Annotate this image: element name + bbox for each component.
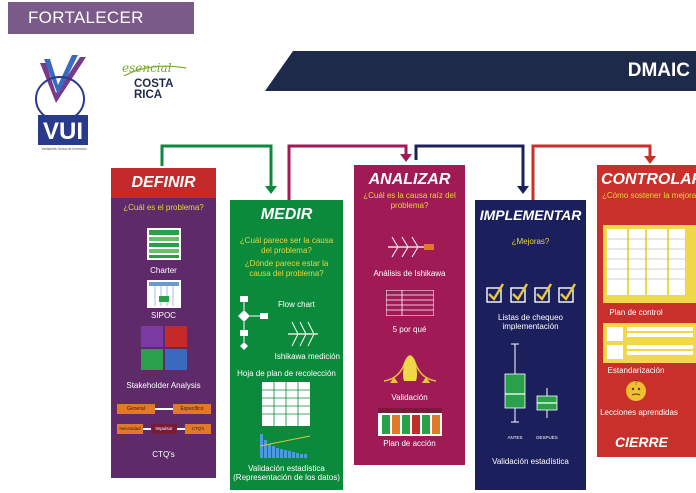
vui-logo: VUI bbox=[35, 55, 88, 145]
vui-logo-text: VUI bbox=[43, 118, 83, 145]
boxplot-label-despues: DESPUÉS bbox=[536, 435, 558, 440]
five-whys-icon bbox=[386, 290, 434, 316]
medir-title: MEDIR bbox=[230, 200, 343, 230]
ctq-box-ctqs: CTQ's bbox=[185, 424, 211, 434]
analizar-question: ¿Cuál es la causa raíz del problema? bbox=[363, 191, 456, 210]
definir-item-sipoc: SIPOC bbox=[151, 311, 176, 320]
medir-item-hoja: Hoja de plan de recolección bbox=[237, 369, 336, 378]
controlar-panel: CONTROLAR ¿Cómo sostener la mejora? Plan… bbox=[597, 165, 696, 457]
medir-question-2: ¿Dónde parece estar la causa del problem… bbox=[244, 259, 329, 278]
standardization-icon bbox=[603, 323, 696, 363]
charter-icon bbox=[147, 228, 181, 260]
stakeholder-matrix-icon bbox=[141, 326, 187, 370]
analizar-item-ishikawa: Análisis de Ishikawa bbox=[373, 269, 446, 278]
checklist-icons bbox=[486, 283, 577, 303]
implementar-panel: IMPLEMENTAR ¿Mejoras? Listas de chequeo … bbox=[475, 200, 586, 490]
medir-panel: MEDIR ¿Cuál parece ser la causa del prob… bbox=[230, 200, 343, 490]
ishikawa-medicion-icon bbox=[288, 321, 318, 347]
normal-curve-icon bbox=[383, 355, 437, 383]
sipoc-icon bbox=[147, 280, 181, 308]
controlar-item-estandarizacion: Estandarización bbox=[607, 366, 665, 375]
controlar-title: CONTROLAR bbox=[597, 165, 696, 195]
analizar-item-5porque: 5 por qué bbox=[392, 325, 427, 334]
analizar-item-planaccion: Plan de acción bbox=[383, 439, 436, 448]
definir-question: ¿Cuál es el problema? bbox=[123, 203, 204, 212]
definir-title: DEFINIR bbox=[111, 168, 216, 198]
implementar-item-listas: Listas de chequeo implementación bbox=[498, 313, 563, 331]
thinking-face-icon: ? bbox=[626, 380, 646, 401]
medir-question-1: ¿Cuál parece ser la causa del problema? bbox=[239, 236, 334, 255]
implementar-title: IMPLEMENTAR bbox=[475, 200, 586, 230]
definir-item-charter: Charter bbox=[150, 266, 177, 275]
implementar-item-validacion: Validación estadística bbox=[492, 457, 569, 466]
vui-logo-subtitle: Ventanilla Única de Inversión bbox=[41, 147, 87, 151]
medir-item-ishikawa: Ishikawa medición bbox=[274, 352, 340, 361]
ctq-arrow-3 bbox=[177, 428, 185, 430]
esencial-swoosh-icon bbox=[123, 65, 187, 77]
histogram-icon bbox=[260, 434, 311, 458]
medir-item-flowchart: Flow chart bbox=[278, 300, 315, 309]
header-bar: FORTALECER bbox=[8, 2, 194, 34]
definir-panel: DEFINIR ¿Cuál es el problema? Charter SI… bbox=[111, 168, 216, 478]
ctq-arrow-1 bbox=[155, 408, 173, 410]
banner-title: DMAIC bbox=[627, 60, 690, 81]
medir-item-validacion: Validación estadística (Representación d… bbox=[233, 464, 340, 482]
controlar-question: ¿Cómo sostener la mejora? bbox=[602, 191, 696, 200]
dmaic-banner: DMAIC bbox=[265, 51, 696, 91]
boxplot-label-antes: ANTES bbox=[507, 435, 523, 440]
analizar-title: ANALIZAR bbox=[354, 165, 465, 195]
analizar-item-validacion: Validación bbox=[391, 393, 428, 402]
ctq-box-general: General bbox=[117, 404, 155, 414]
analizar-panel: ANALIZAR ¿Cuál es la causa raíz del prob… bbox=[354, 165, 465, 465]
definir-item-stakeholder: Stakeholder Analysis bbox=[126, 381, 201, 390]
ctq-box-necesidad: Necesidad bbox=[117, 424, 143, 434]
ctq-arrow-2 bbox=[143, 428, 151, 430]
flowchart-icon bbox=[238, 296, 268, 350]
svg-text:?: ? bbox=[634, 380, 638, 387]
controlar-footer-cierre: CIERRE bbox=[597, 427, 696, 457]
boxplot-icon bbox=[504, 343, 558, 423]
header-title: FORTALECER bbox=[28, 8, 144, 27]
action-plan-icon bbox=[378, 408, 442, 436]
definir-item-ctq: CTQ's bbox=[152, 450, 175, 459]
ctq-box-especifico: Específico bbox=[173, 404, 211, 414]
data-collection-sheet-icon bbox=[262, 382, 310, 426]
esencial-logo-word: esencial bbox=[122, 61, 172, 75]
ctq-box-impulsor: Impulsor bbox=[151, 424, 177, 434]
implementar-question: ¿Mejoras? bbox=[511, 237, 550, 246]
controlar-item-lecciones: Lecciones aprendidas bbox=[600, 408, 678, 417]
control-plan-icon bbox=[603, 225, 696, 303]
controlar-item-plancontrol: Plan de control bbox=[609, 308, 663, 317]
esencial-logo-costa: COSTA bbox=[134, 78, 174, 90]
ishikawa-analisis-icon bbox=[388, 236, 434, 258]
esencial-logo-rica: RICA bbox=[134, 89, 163, 101]
